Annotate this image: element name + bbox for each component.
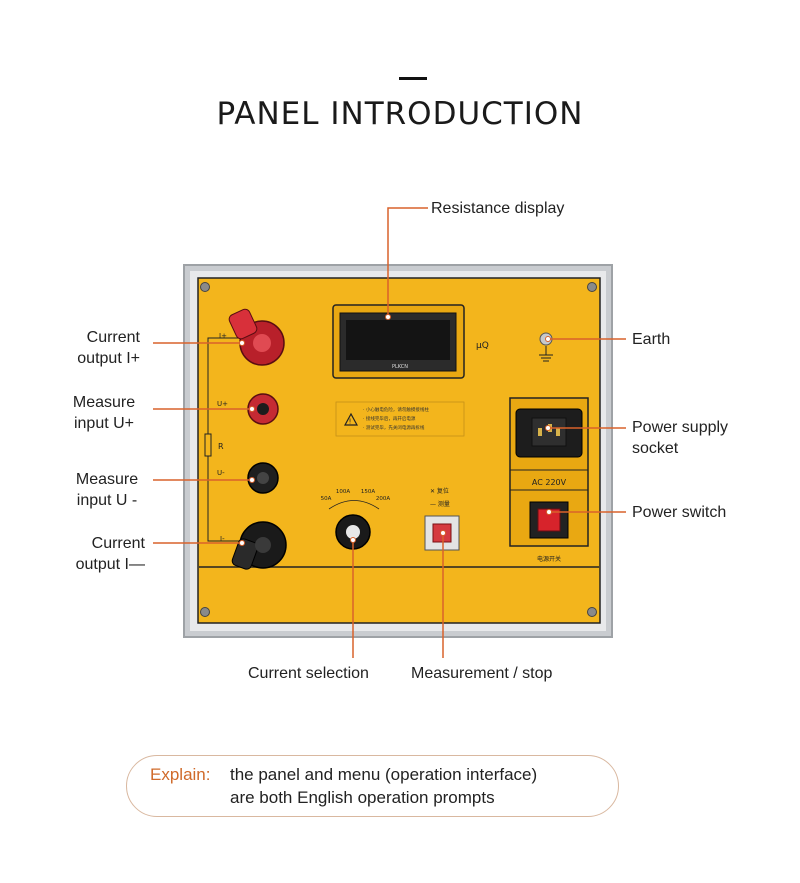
label-power-supply-socket: Power supply socket	[632, 417, 728, 459]
button-legend-measure: — 测量	[430, 500, 450, 508]
leader-lines	[153, 207, 626, 658]
range-option-150a: 150A	[361, 489, 375, 495]
label-line: Current	[86, 329, 140, 346]
label-line: input U+	[73, 415, 135, 432]
terminal-i-plus-label: I+	[219, 332, 227, 340]
label-measure-input-plus: Measure input U+	[62, 392, 146, 434]
terminal-u-minus-label: U-	[217, 469, 225, 477]
page-title: PANEL INTRODUCTION	[216, 96, 584, 132]
title-dash	[399, 77, 427, 80]
label-line: Measure	[75, 471, 139, 488]
display-brand: PLKCN	[392, 364, 408, 370]
label-power-switch: Power switch	[632, 504, 727, 521]
label-current-selection: Current selection	[248, 665, 369, 682]
warning-line-1: · 小心触电危险，请勿触摸接线柱	[363, 406, 429, 413]
resistor-symbol	[204, 433, 212, 457]
label-earth: Earth	[632, 331, 671, 348]
terminal-u-minus	[247, 462, 279, 494]
warning-icon	[343, 412, 359, 426]
range-option-100a: 100A	[336, 489, 350, 495]
label-resistance-display: Resistance display	[431, 200, 565, 217]
range-option-50a: 50A	[321, 496, 332, 502]
label-line: Power supply	[632, 419, 729, 436]
switch-caption: 电源开关	[537, 555, 561, 563]
terminal-i-minus-label: I-	[220, 535, 225, 543]
label-line: Measure	[72, 394, 136, 411]
button-legend-reset: ✕ 复位	[430, 487, 449, 495]
range-option-200a: 200A	[376, 496, 390, 502]
label-measurement-stop: Measurement / stop	[411, 665, 553, 682]
warning-line-3: · 测试完毕，先关闭电源再拆线	[363, 424, 425, 431]
socket-rating: AC 220V	[532, 478, 567, 487]
explain-key: Explain:	[150, 765, 211, 784]
explain-note	[126, 755, 619, 817]
label-measure-input-minus: Measure input U -	[62, 469, 152, 511]
label-current-output-plus: Current output I+	[77, 327, 140, 369]
terminal-u-plus	[247, 393, 279, 425]
label-line: input U -	[76, 492, 138, 509]
terminal-u-plus-label: U+	[217, 400, 228, 408]
display-unit: μQ	[476, 341, 489, 351]
label-line: Current	[91, 535, 145, 552]
label-current-output-minus: Current output I—	[76, 533, 145, 575]
terminal-r-label: R	[218, 442, 224, 451]
label-line: output I—	[75, 556, 145, 573]
explain-line-1: the panel and menu (operation interface)	[230, 765, 538, 784]
svg-text:!: !	[349, 418, 352, 426]
measure-stop-button	[424, 515, 460, 551]
label-line: output I+	[77, 350, 140, 367]
terminal-i-minus	[231, 521, 287, 570]
warning-line-2: · 接线完毕后，再开启电源	[363, 415, 416, 422]
explain-line-2: are both English operation prompts	[230, 788, 495, 807]
label-line: socket	[632, 440, 679, 457]
